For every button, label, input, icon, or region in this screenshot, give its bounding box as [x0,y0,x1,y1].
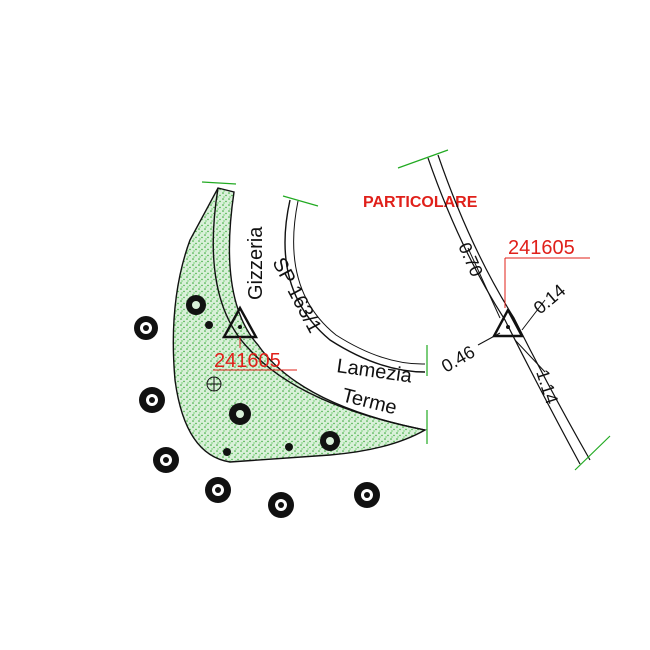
road-edge-inner-2 [293,200,426,365]
detail-road-line-1 [427,157,581,465]
green-area [172,187,427,463]
dim-line-114 [514,339,546,373]
detail-tick-2 [574,435,611,471]
limit-tick-2 [282,195,319,207]
benchmark-symbol [206,376,222,392]
road-label-gizzeria: Gizzeria [245,226,267,300]
detail-title: PARTICOLARE [363,194,478,211]
road-edge-inner [284,199,426,373]
detail-road-line-2 [437,154,591,461]
dim-114: 1.14 [532,367,562,407]
dim-070: 0.70 [454,239,487,279]
limit-tick-1 [201,181,237,185]
dim-line-014 [521,299,546,331]
point-label-detail: 241605 [508,237,575,259]
point-label-main: 241605 [214,350,281,372]
dim-line-070 [467,247,501,319]
road-edge-outer [212,187,426,431]
dim-046: 0.46 [438,342,478,377]
detail-tick-1 [397,149,449,169]
dim-line-046 [477,332,501,346]
survey-triangle-detail [491,307,525,338]
road-label-lamezia: Lamezia [335,355,414,387]
tree-symbols [134,295,380,518]
road-label-sp: SP 163/1 [268,254,326,337]
